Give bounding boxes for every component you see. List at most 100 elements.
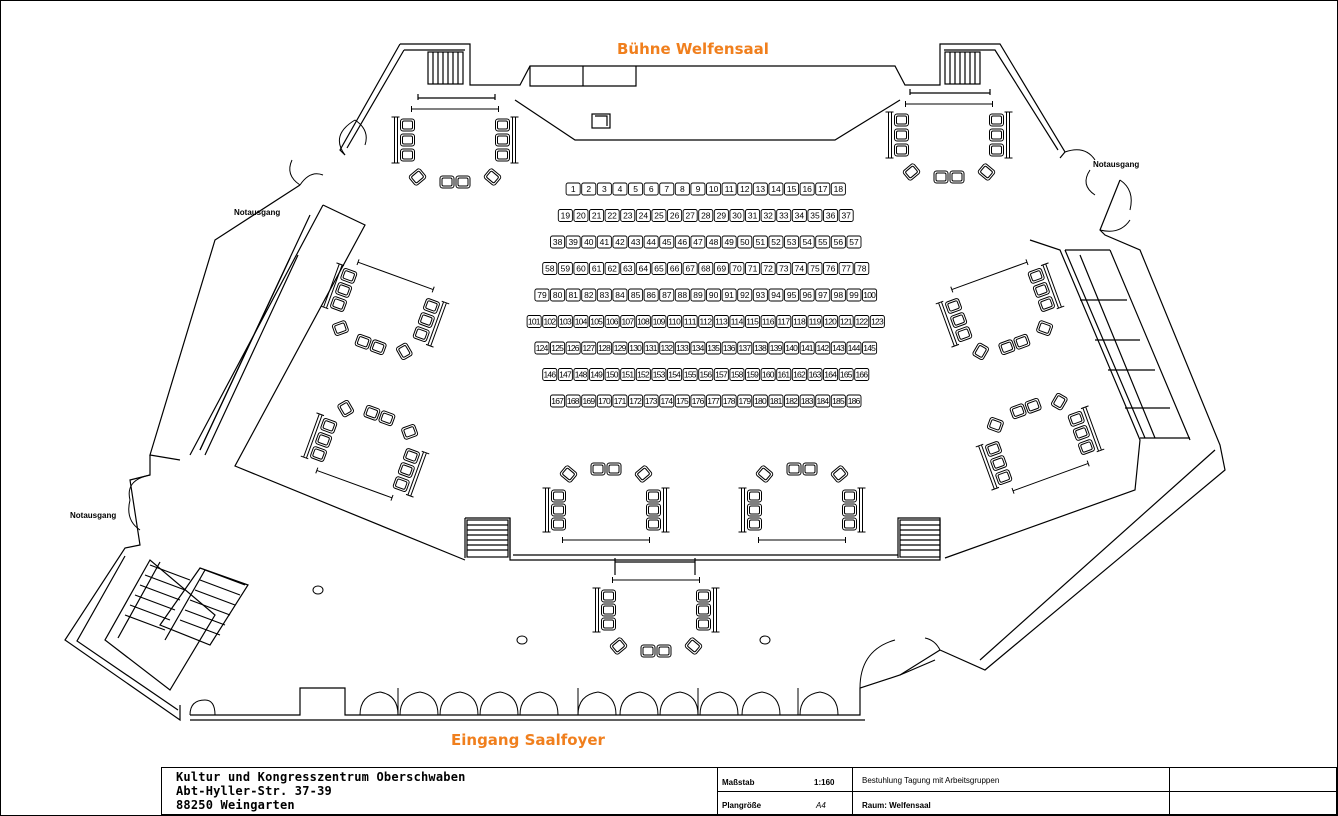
seat-number: 103 bbox=[559, 317, 572, 327]
seat-number: 98 bbox=[834, 290, 844, 300]
seat-number: 2 bbox=[586, 184, 591, 194]
seat-number: 184 bbox=[817, 396, 830, 406]
seat-number: 41 bbox=[600, 237, 610, 247]
seat bbox=[573, 209, 589, 222]
seat bbox=[674, 235, 690, 249]
seat bbox=[620, 262, 636, 275]
chair-seat bbox=[1038, 322, 1051, 334]
seat-number: 56 bbox=[834, 237, 844, 247]
seat-number: 36 bbox=[826, 211, 836, 221]
seat bbox=[760, 209, 776, 222]
seat-number: 122 bbox=[856, 317, 869, 327]
seat bbox=[596, 288, 612, 302]
seat bbox=[698, 368, 714, 381]
seat bbox=[752, 341, 768, 355]
chair bbox=[894, 113, 909, 127]
table-edge bbox=[951, 343, 960, 348]
seat-number: 128 bbox=[598, 343, 611, 353]
seat bbox=[768, 341, 784, 355]
seat bbox=[667, 315, 683, 328]
workgroup-cluster bbox=[738, 462, 866, 543]
seat bbox=[620, 315, 636, 328]
seat-number: 100 bbox=[863, 290, 876, 300]
seat-number: 113 bbox=[715, 317, 728, 327]
seat-number: 133 bbox=[676, 343, 689, 353]
seat bbox=[698, 315, 714, 328]
chair bbox=[331, 320, 349, 336]
table-edge bbox=[305, 414, 323, 459]
seat bbox=[667, 262, 683, 275]
seat-number: 164 bbox=[824, 370, 837, 380]
seat-number: 48 bbox=[709, 237, 719, 247]
seat bbox=[628, 182, 644, 196]
seat-number: 34 bbox=[795, 211, 805, 221]
seat bbox=[534, 288, 550, 302]
chair bbox=[894, 128, 909, 142]
table-edge bbox=[1045, 263, 1062, 308]
seat-number: 69 bbox=[717, 264, 727, 274]
chair bbox=[606, 462, 622, 476]
seat-number: 37 bbox=[841, 211, 851, 221]
seat-number: 115 bbox=[746, 317, 759, 327]
seat-number: 76 bbox=[826, 264, 836, 274]
seat bbox=[721, 182, 737, 196]
chair-seat bbox=[1035, 284, 1048, 296]
chair-seat bbox=[989, 419, 1002, 431]
chair-seat bbox=[1080, 441, 1093, 453]
chair bbox=[378, 410, 396, 427]
seat-number: 14 bbox=[771, 184, 781, 194]
seat-number: 144 bbox=[848, 343, 861, 353]
chair bbox=[950, 312, 968, 328]
seat-number: 132 bbox=[661, 343, 674, 353]
seat bbox=[768, 394, 784, 408]
seat-number: 87 bbox=[662, 290, 672, 300]
seat-number: 96 bbox=[802, 290, 812, 300]
seat bbox=[745, 315, 761, 328]
table-edge bbox=[1085, 406, 1102, 451]
table-edge bbox=[427, 301, 445, 346]
seat-number: 179 bbox=[739, 396, 752, 406]
scale-label: Maßstab bbox=[722, 778, 755, 787]
seat bbox=[815, 182, 831, 196]
seat bbox=[643, 182, 659, 196]
chair-seat bbox=[648, 491, 659, 501]
seat-number: 106 bbox=[606, 317, 619, 327]
chair-seat bbox=[497, 150, 508, 160]
seat bbox=[830, 341, 846, 355]
seat bbox=[776, 209, 792, 222]
chair bbox=[995, 469, 1013, 485]
chair bbox=[696, 617, 711, 631]
seat bbox=[604, 315, 620, 328]
chair bbox=[559, 465, 578, 483]
seat-number: 28 bbox=[701, 211, 711, 221]
seat bbox=[815, 394, 831, 408]
seat bbox=[737, 341, 753, 355]
seat bbox=[807, 315, 823, 328]
seat bbox=[550, 394, 566, 408]
seat-number: 147 bbox=[559, 370, 572, 380]
chair-seat bbox=[608, 464, 620, 474]
seat-number: 90 bbox=[709, 290, 719, 300]
workgroup-cluster bbox=[542, 462, 670, 543]
seat-number: 53 bbox=[787, 237, 797, 247]
seat-number: 78 bbox=[857, 264, 867, 274]
seat bbox=[698, 209, 714, 222]
chair bbox=[601, 589, 616, 603]
seat bbox=[635, 368, 651, 381]
seat-number: 102 bbox=[544, 317, 557, 327]
chair bbox=[400, 133, 415, 147]
seat-number: 59 bbox=[561, 264, 571, 274]
seat bbox=[628, 341, 644, 355]
stage-label: Bühne Welfensaal bbox=[617, 40, 769, 58]
table-edge bbox=[390, 494, 394, 501]
seat bbox=[674, 288, 690, 302]
seat bbox=[581, 235, 597, 249]
table-edge bbox=[1040, 262, 1049, 267]
seat-number: 66 bbox=[670, 264, 680, 274]
seat bbox=[713, 209, 729, 222]
seat-number: 60 bbox=[576, 264, 586, 274]
chair bbox=[842, 517, 857, 531]
chair-seat bbox=[356, 336, 370, 348]
seat-number: 3 bbox=[602, 184, 607, 194]
seat-number: 51 bbox=[756, 237, 766, 247]
